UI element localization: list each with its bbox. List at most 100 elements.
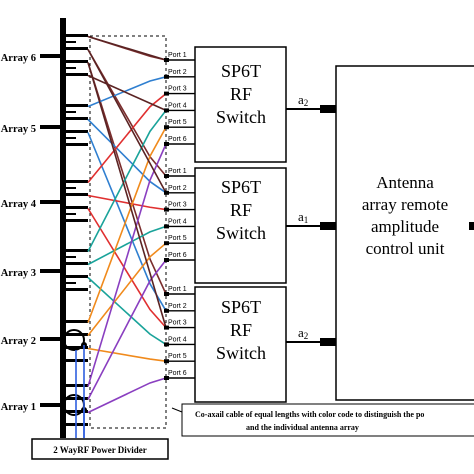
port-label: Port 6 bbox=[168, 252, 187, 259]
signal-label: a1 bbox=[298, 209, 308, 225]
switch-line-1: SP6T bbox=[221, 297, 261, 317]
switch-box bbox=[194, 46, 287, 163]
port-label: Port 2 bbox=[168, 303, 187, 310]
array-label: Array 4 bbox=[1, 199, 37, 210]
array-connector bbox=[40, 54, 64, 58]
port-label: Port 5 bbox=[168, 235, 187, 242]
port-pin bbox=[164, 359, 169, 364]
port-pin bbox=[164, 241, 169, 246]
port-label: Port 6 bbox=[168, 370, 187, 377]
port-label: Port 3 bbox=[168, 320, 187, 327]
port-pin bbox=[164, 342, 169, 347]
port-pin bbox=[164, 292, 169, 296]
coax-cables bbox=[87, 35, 167, 414]
coax-cable-array3-switch1 bbox=[87, 109, 167, 252]
coax-cable-array5-switch3 bbox=[87, 132, 167, 312]
array-group-6: Array 6 bbox=[1, 34, 88, 76]
signal-subscript: 1 bbox=[304, 215, 309, 225]
coax-cable-array1-switch2 bbox=[87, 259, 167, 400]
coax-cable-array6-switch3 bbox=[87, 62, 167, 295]
coax-cable-extra bbox=[87, 49, 167, 194]
coax-cable-array4-switch3 bbox=[87, 208, 167, 329]
splitter-coil bbox=[63, 329, 85, 351]
divider-traces bbox=[75, 345, 85, 438]
switch-port-groups: Port 1 Port 2 Port 3 Port 4 Port 5 Port 6 Port… bbox=[164, 52, 195, 380]
array-group-5: Array 5 bbox=[1, 104, 88, 146]
port-label: Port 2 bbox=[168, 69, 187, 76]
array-group-1: Array 1 bbox=[1, 384, 88, 426]
coax-cable-extra bbox=[87, 35, 167, 61]
control-unit-box bbox=[335, 65, 474, 401]
coax-cable-array2-switch1 bbox=[87, 126, 167, 323]
antenna-ticks bbox=[66, 384, 88, 426]
antenna-ticks bbox=[66, 180, 88, 222]
switch-line-3: Switch bbox=[216, 107, 266, 127]
control-unit-line-2: array remote bbox=[362, 195, 448, 214]
port-pin bbox=[164, 190, 169, 195]
port-label: Port 3 bbox=[168, 202, 187, 209]
port-pin bbox=[164, 207, 169, 212]
port-label: Port 5 bbox=[168, 353, 187, 360]
array-connector bbox=[40, 337, 64, 341]
coax-cable-array6-switch2 bbox=[87, 49, 167, 177]
array-connector bbox=[40, 125, 64, 129]
coax-cable-array4-switch2 bbox=[87, 194, 167, 211]
power-divider: 2 WayRF Power Divider bbox=[31, 438, 169, 460]
array-label: Array 1 bbox=[1, 402, 36, 413]
switch-line-3: Switch bbox=[216, 343, 266, 363]
array-label: Array 3 bbox=[1, 268, 36, 279]
array-feed-bus bbox=[60, 18, 66, 438]
port-pin bbox=[164, 58, 169, 62]
switch-line-1: SP6T bbox=[221, 177, 261, 197]
line-connector bbox=[320, 222, 336, 230]
port-label: Port 4 bbox=[168, 336, 187, 343]
coax-cable-array5-switch1 bbox=[87, 76, 167, 108]
port-pin bbox=[164, 376, 169, 380]
port-label: Port 1 bbox=[168, 168, 187, 175]
antenna-ticks bbox=[66, 249, 88, 291]
line-connector bbox=[320, 338, 336, 346]
array-group-3: Array 3 bbox=[1, 249, 88, 291]
port-pin bbox=[164, 325, 169, 330]
cable-note-line-1: Co-axail cable of equal lengths with col… bbox=[195, 410, 424, 419]
control-unit-side-connector bbox=[469, 222, 474, 230]
port-pin bbox=[164, 74, 169, 79]
control-unit-line-3: amplitude bbox=[371, 217, 439, 236]
control-unit-line-4: control unit bbox=[366, 239, 445, 258]
signal-line-top: a2 bbox=[286, 92, 336, 113]
coax-cable-array5-switch2 bbox=[87, 118, 167, 194]
port-pin bbox=[164, 224, 169, 229]
port-label: Port 3 bbox=[168, 86, 187, 93]
switch-line-2: RF bbox=[230, 200, 252, 220]
array-group-2: Array 2 bbox=[1, 320, 88, 362]
signal-subscript: 2 bbox=[304, 98, 309, 108]
antenna-ticks bbox=[66, 320, 88, 362]
switch-line-2: RF bbox=[230, 320, 252, 340]
antenna-ticks bbox=[66, 104, 88, 146]
switch-box bbox=[194, 286, 287, 403]
coax-cable-array2-switch2 bbox=[87, 242, 167, 336]
coax-cable-extra bbox=[87, 62, 167, 328]
control-unit: Antenna array remote amplitude control u… bbox=[335, 65, 474, 401]
port-pin bbox=[164, 258, 169, 262]
signal-label: a2 bbox=[298, 92, 308, 108]
array-connector bbox=[40, 403, 64, 407]
port-label: Port 4 bbox=[168, 218, 187, 225]
coax-cable-array3-switch2 bbox=[87, 225, 167, 266]
coax-cable-array1-switch1 bbox=[87, 143, 167, 387]
switch-box bbox=[194, 167, 287, 284]
coax-cable-array2-switch3 bbox=[87, 347, 167, 362]
antenna-ticks bbox=[66, 34, 88, 76]
port-label: Port 5 bbox=[168, 119, 187, 126]
port-pin bbox=[164, 174, 169, 178]
line-connector bbox=[320, 105, 336, 113]
cable-note-box bbox=[181, 403, 474, 437]
array-label: Array 6 bbox=[1, 53, 36, 64]
array-label: Array 2 bbox=[1, 336, 36, 347]
cable-note: Co-axail cable of equal lengths with col… bbox=[171, 403, 474, 437]
port-label: Port 4 bbox=[168, 102, 187, 109]
power-divider-box bbox=[31, 438, 169, 460]
coax-cable-array4-switch1 bbox=[87, 92, 167, 184]
